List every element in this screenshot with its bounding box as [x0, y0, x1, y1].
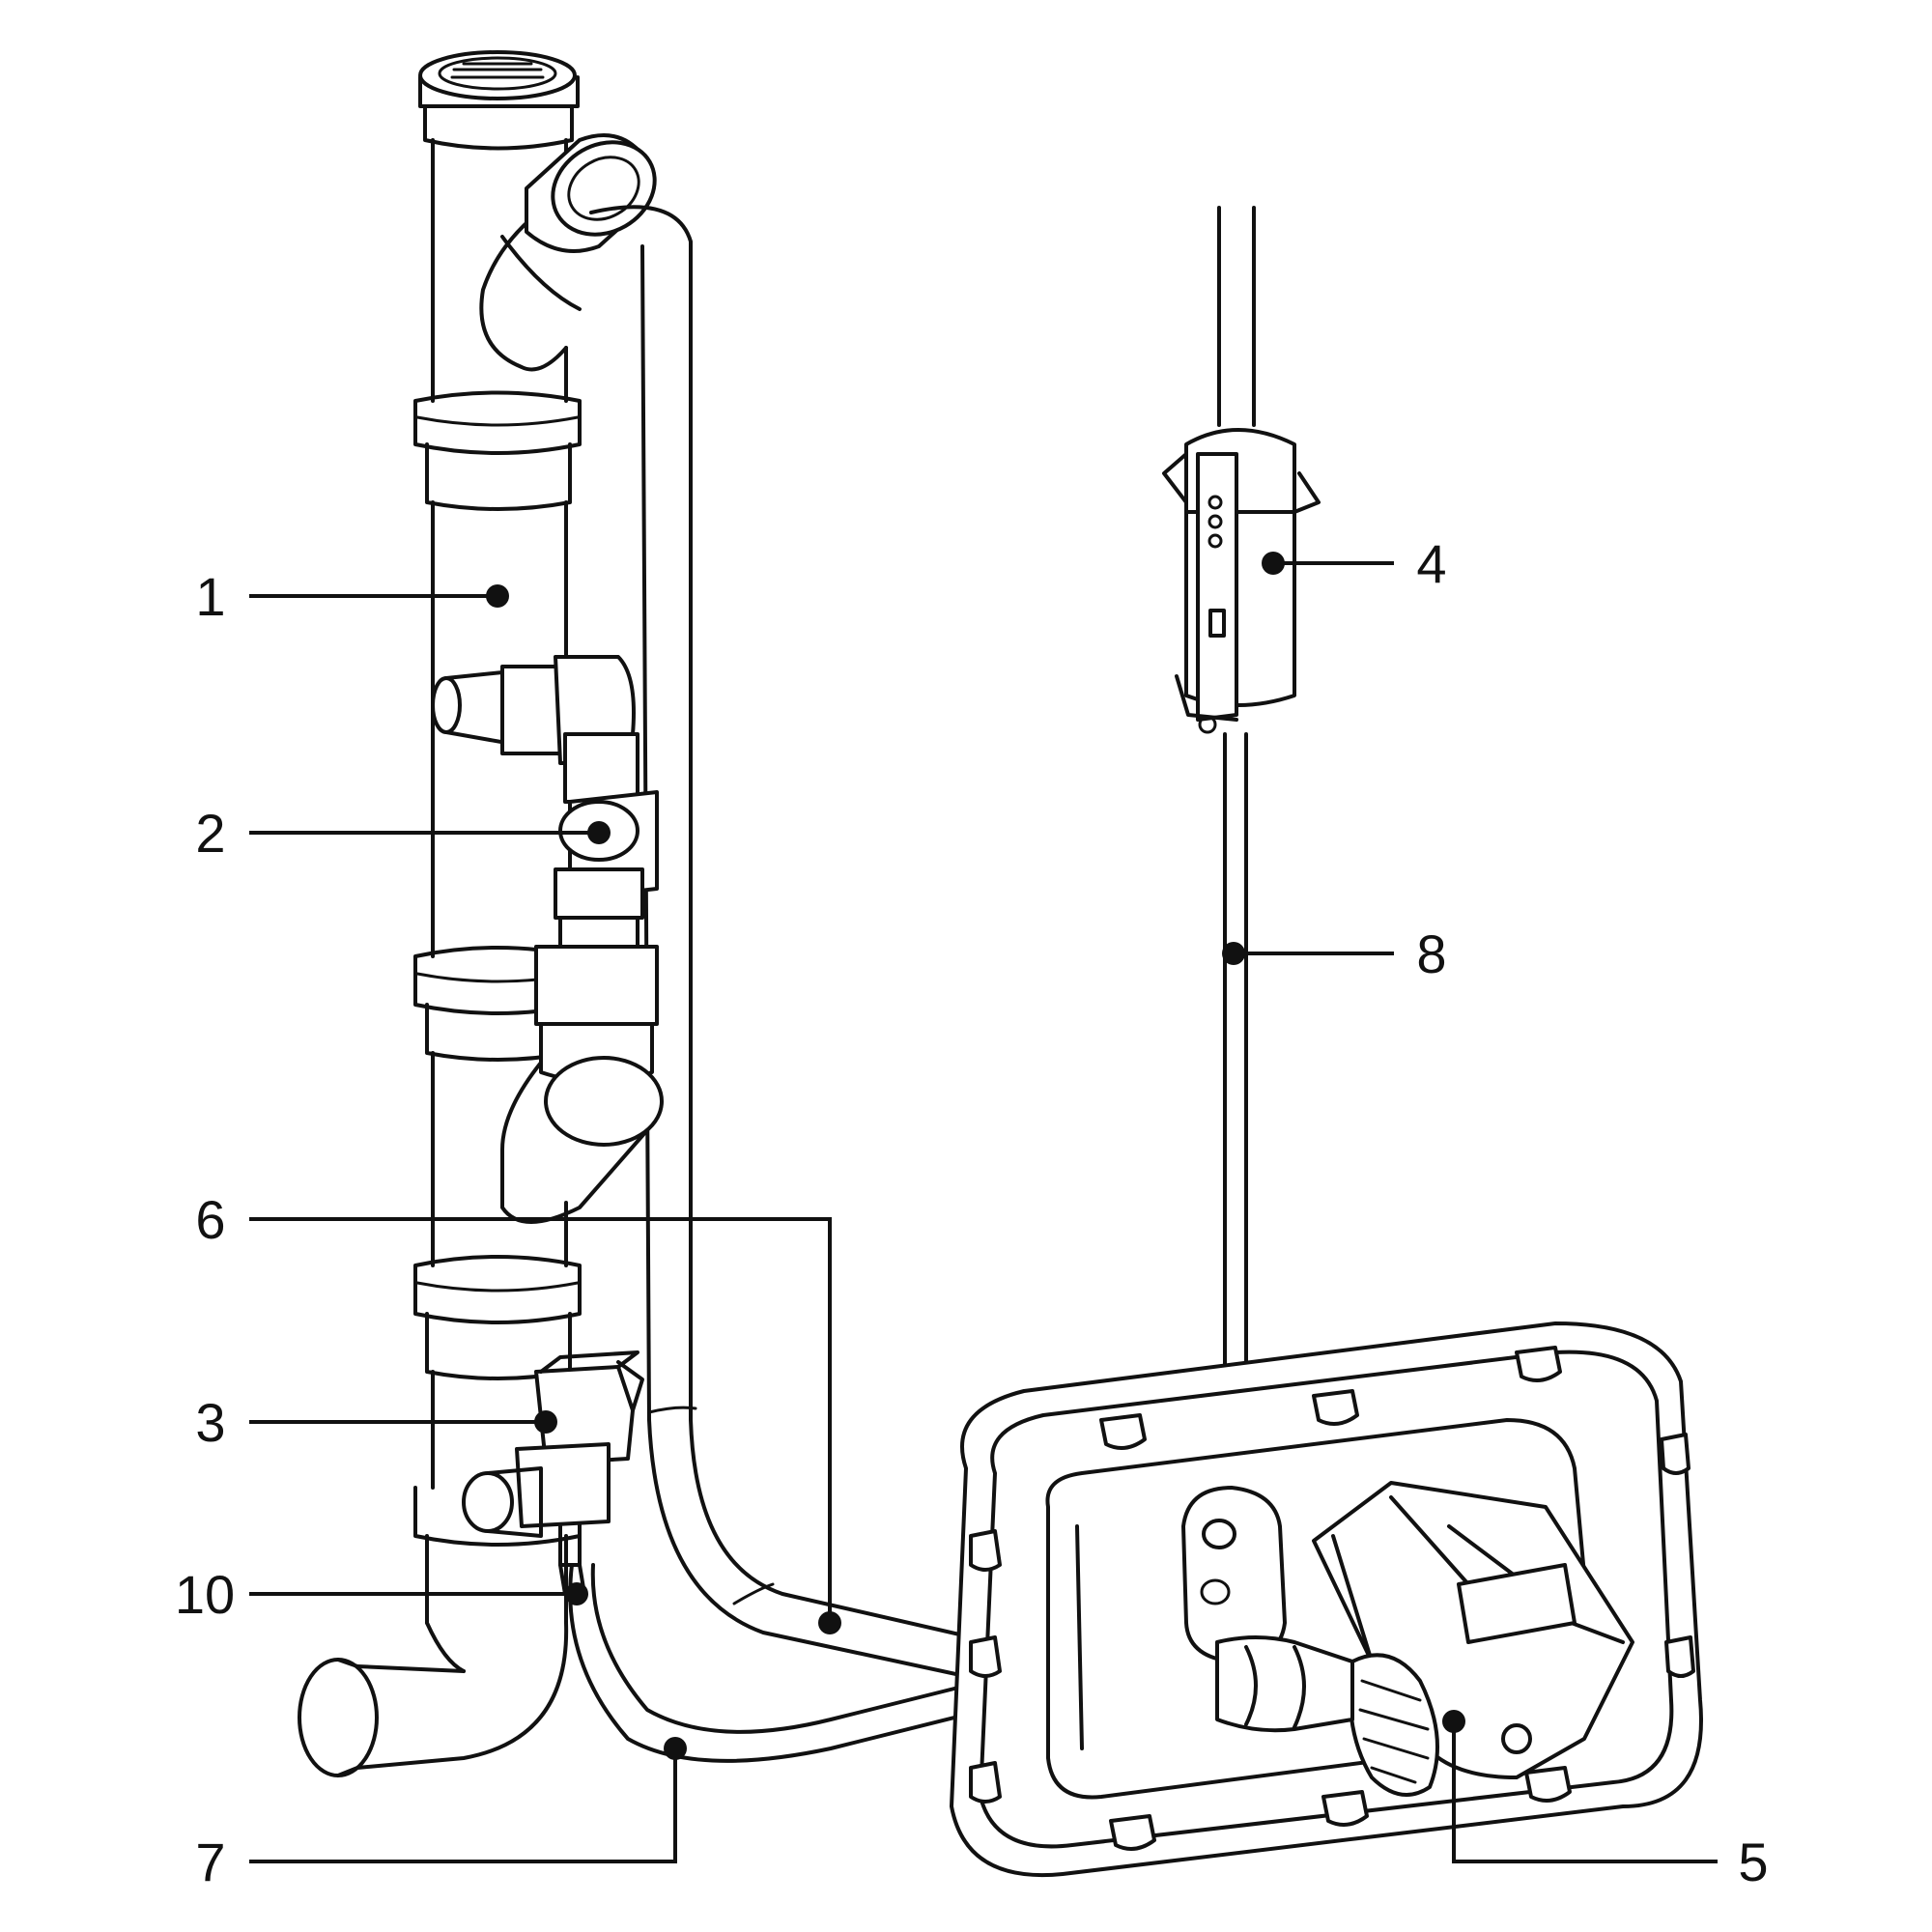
sensor-rod: [1217, 206, 1256, 1509]
callout-label-6: 6: [195, 1189, 225, 1250]
callout-6: 6: [195, 1189, 841, 1634]
callout-8: 8: [1222, 923, 1447, 984]
middle-valve-assembly: [431, 655, 664, 1224]
callout-3: 3: [195, 1392, 557, 1453]
callout-label-1: 1: [195, 566, 225, 627]
callout-10: 10: [175, 1564, 588, 1625]
callout-4: 4: [1262, 533, 1447, 594]
callout-7: 7: [195, 1737, 687, 1892]
callout-label-10: 10: [175, 1564, 235, 1625]
tank-base: [950, 1321, 1703, 1878]
callout-5: 5: [1442, 1710, 1769, 1892]
callout-label-3: 3: [195, 1392, 225, 1453]
callout-label-8: 8: [1416, 923, 1446, 984]
callout-label-5: 5: [1738, 1832, 1768, 1892]
callout-label-7: 7: [195, 1832, 225, 1892]
solenoid-valve: [462, 1350, 644, 1567]
upper-branch-fitting: [479, 133, 657, 372]
callout-label-4: 4: [1416, 533, 1446, 594]
callout-label-2: 2: [195, 803, 225, 864]
callout-1: 1: [195, 566, 509, 627]
float-sensor: [1162, 428, 1321, 734]
callout-2: 2: [195, 803, 611, 864]
